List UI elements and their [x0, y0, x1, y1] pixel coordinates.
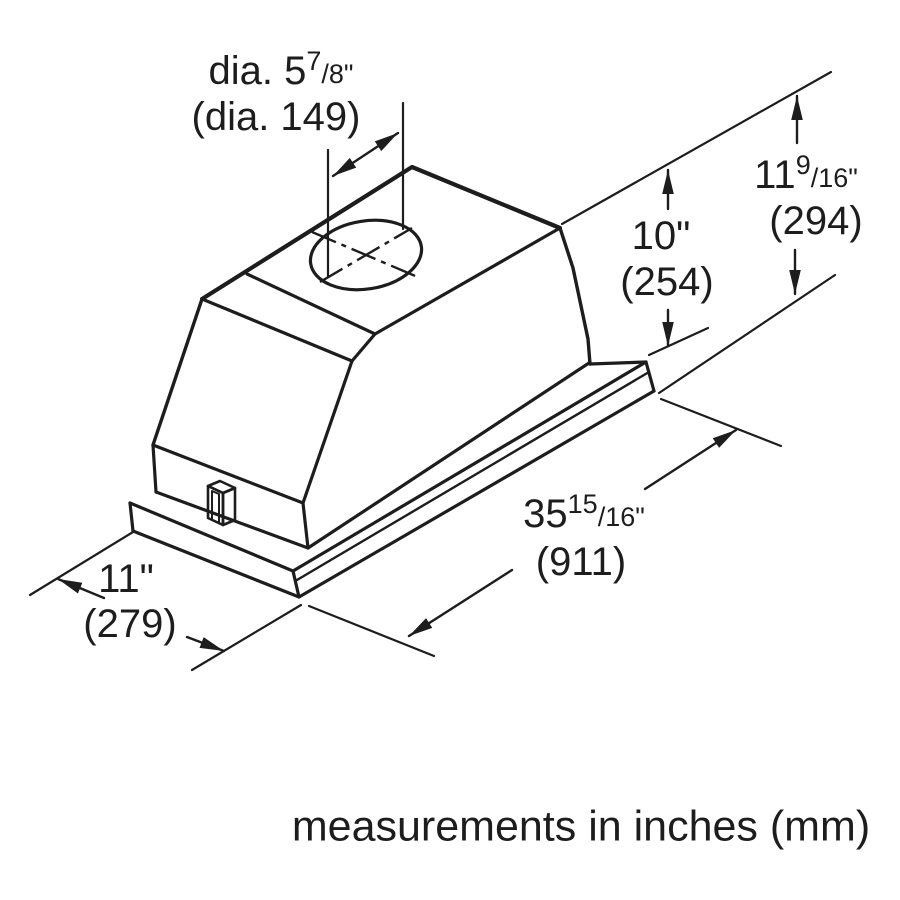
- width-mm-value: (911): [535, 540, 627, 584]
- height11916-whole: 11: [754, 153, 796, 197]
- depth-inch-value: 11": [98, 557, 154, 601]
- height11916-inch-label: 119/16": [754, 152, 858, 197]
- height11916-mm-label: (294): [769, 201, 862, 241]
- dia-inch-numerator: 7: [306, 46, 322, 76]
- units-caption-text: measurements in inches (mm): [291, 802, 871, 851]
- width-extension-right: [659, 397, 783, 448]
- dia-inch-whole: dia. 5: [208, 49, 307, 93]
- height10-mm-value: (254): [620, 260, 714, 304]
- center-mark-length: [319, 226, 413, 284]
- duct-opening: [308, 218, 424, 292]
- extension-lines: [28, 70, 837, 672]
- depth-mm-value: (279): [83, 602, 177, 646]
- depth-arrow-left: [56, 577, 106, 600]
- dia-inch-denominator: /8": [321, 59, 354, 89]
- depth-mm-label: (279): [83, 604, 176, 644]
- depth-arrow-right: [185, 635, 226, 653]
- dia-mm-value: (dia. 149): [191, 95, 361, 139]
- height10-inch-label: 10": [632, 216, 691, 256]
- width-extension-left: [307, 604, 436, 658]
- width-inch-label: 3515/16": [523, 491, 645, 536]
- dia-arrow: [331, 131, 400, 178]
- height11916-mm-value: (294): [769, 199, 863, 243]
- width-whole: 35: [523, 492, 568, 536]
- top-extension-line: [560, 70, 833, 226]
- width-arrow-right: [643, 428, 738, 491]
- height11916-denominator: /16": [810, 163, 858, 193]
- depth-extension-front: [190, 603, 303, 672]
- dimension-arrows: [56, 94, 803, 653]
- width-denominator: /16": [597, 502, 645, 532]
- switch-box: [206, 479, 237, 527]
- width-arrow-left: [407, 568, 514, 638]
- flange-top-extension: [647, 326, 710, 357]
- depth-extension-rear: [28, 530, 135, 597]
- depth-inch-label: 11": [98, 559, 154, 599]
- dia-inch-label: dia. 57/8": [208, 48, 354, 93]
- height10-mm-label: (254): [620, 262, 713, 302]
- base-flange: [128, 360, 656, 599]
- units-caption: measurements in inches (mm): [291, 802, 871, 851]
- height11916-numerator: 9: [795, 150, 811, 180]
- flange-bottom-extension: [657, 273, 837, 395]
- dia-mm-label: (dia. 149): [192, 97, 361, 137]
- width-numerator: 15: [567, 489, 598, 519]
- width-mm-label: (911): [536, 542, 626, 582]
- height10-inch-value: 10": [631, 214, 691, 258]
